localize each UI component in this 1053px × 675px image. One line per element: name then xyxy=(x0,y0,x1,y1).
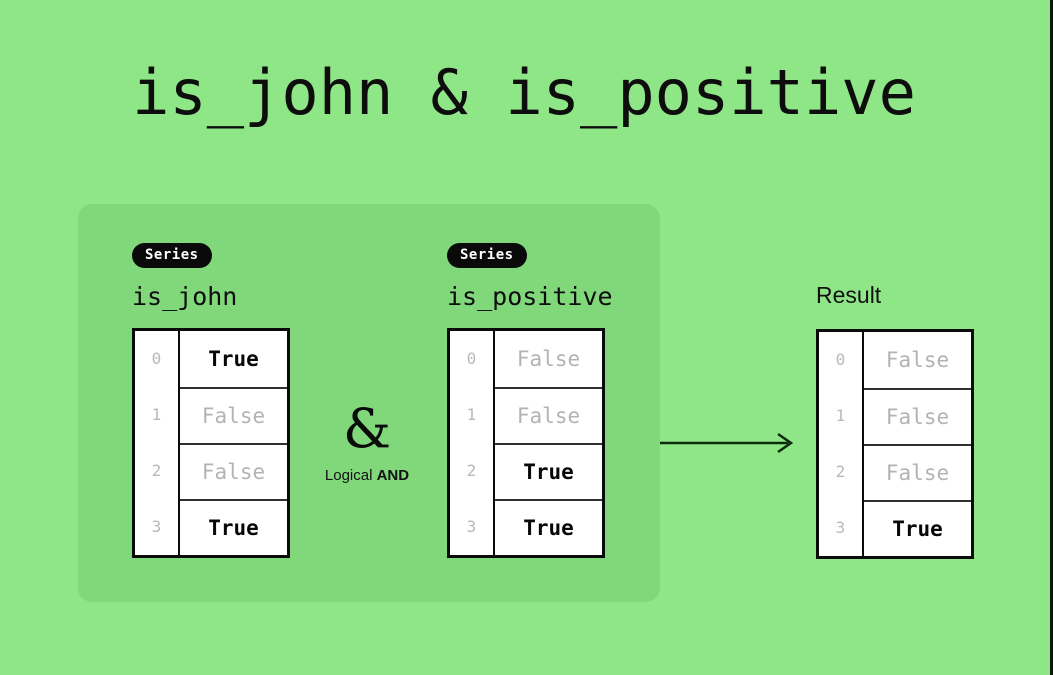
index-cell: 0 xyxy=(466,349,477,368)
series-block-is-positive: Series is_positive 0 1 2 3 False False T… xyxy=(447,243,613,558)
series-name: is_john xyxy=(132,282,238,311)
value-cell: True xyxy=(180,499,287,555)
series-table-is-john: 0 1 2 3 True False False True xyxy=(132,328,290,558)
right-arrow-svg xyxy=(660,432,794,454)
result-table: 0 1 2 3 False False False True xyxy=(816,329,974,559)
series-name: is_positive xyxy=(447,282,613,311)
value-cell: True xyxy=(495,499,602,555)
operator-caption-prefix: Logical xyxy=(324,467,377,484)
value-cell: False xyxy=(864,444,971,500)
index-column: 0 1 2 3 xyxy=(135,331,180,555)
series-table-is-positive: 0 1 2 3 False False True True xyxy=(447,328,605,558)
index-cell: 1 xyxy=(835,406,846,425)
value-cell: False xyxy=(516,346,581,371)
index-cell: 1 xyxy=(466,405,477,424)
value-cell: False xyxy=(180,387,287,443)
right-arrow-icon xyxy=(660,428,796,458)
series-block-is-john: Series is_john 0 1 2 3 True False False … xyxy=(132,243,290,558)
page-title: is_john & is_positive xyxy=(132,56,916,129)
operator-caption-bold: AND xyxy=(376,467,410,484)
value-column: False False True True xyxy=(495,331,602,555)
index-cell: 3 xyxy=(151,517,162,536)
series-badge: Series xyxy=(447,243,527,268)
value-column: False False False True xyxy=(864,332,971,556)
operator-caption: Logical AND xyxy=(299,468,435,483)
operator-group: & Logical AND xyxy=(299,397,435,484)
index-cell: 3 xyxy=(835,518,846,537)
index-cell: 0 xyxy=(835,350,846,369)
index-column: 0 1 2 3 xyxy=(819,332,864,556)
index-cell: 2 xyxy=(835,462,846,481)
value-cell: True xyxy=(495,443,602,499)
value-cell: False xyxy=(495,387,602,443)
index-cell: 0 xyxy=(151,349,162,368)
result-block: Result 0 1 2 3 False False False True xyxy=(816,284,974,559)
result-label: Result xyxy=(816,282,882,308)
index-column: 0 1 2 3 xyxy=(450,331,495,555)
value-cell: False xyxy=(180,443,287,499)
value-cell: False xyxy=(864,388,971,444)
value-column: True False False True xyxy=(180,331,287,555)
index-cell: 1 xyxy=(151,405,162,424)
series-badge: Series xyxy=(132,243,212,268)
value-cell: False xyxy=(885,347,950,372)
ampersand-icon: & xyxy=(342,397,392,460)
index-cell: 3 xyxy=(466,517,477,536)
value-cell: True xyxy=(208,346,259,371)
index-cell: 2 xyxy=(151,461,162,480)
index-cell: 2 xyxy=(466,461,477,480)
value-cell: True xyxy=(864,500,971,556)
